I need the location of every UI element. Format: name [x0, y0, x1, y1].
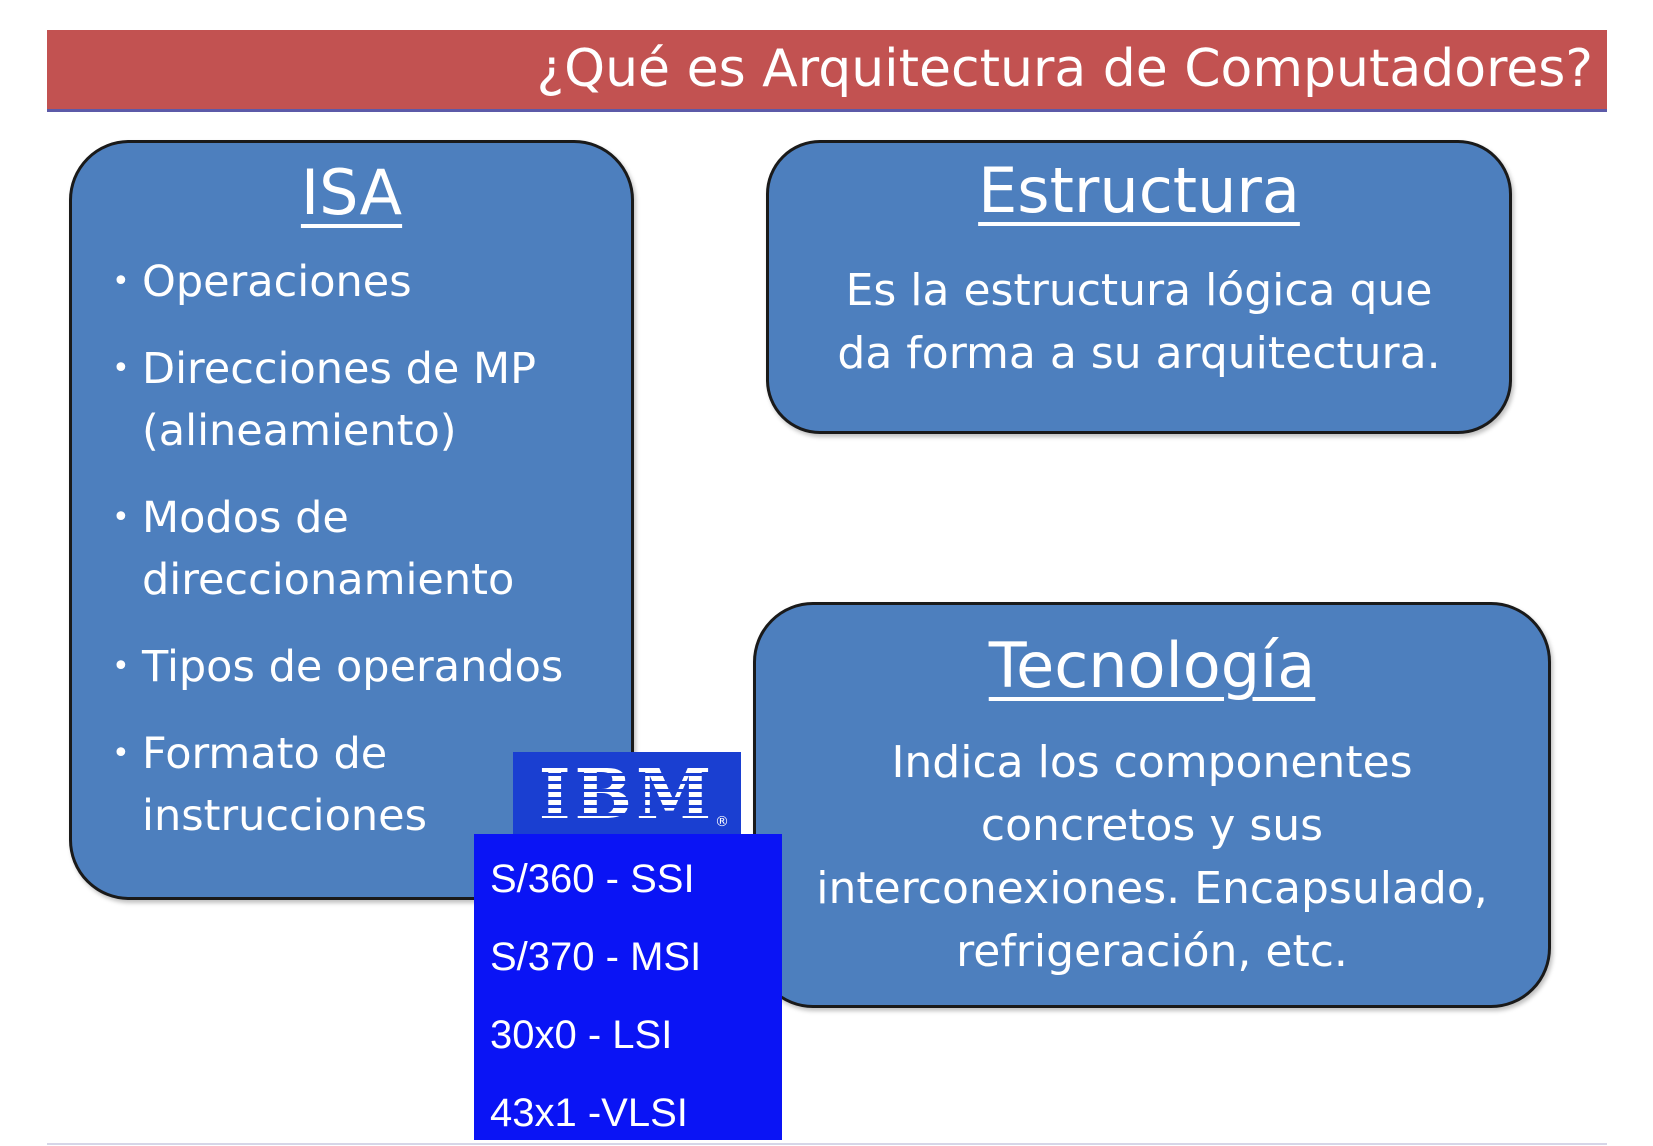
isa-bullet-item: • Modos de direccionamiento — [110, 487, 630, 611]
isa-bullet-item: • Direcciones de MP (alineamiento) — [110, 338, 630, 462]
tecnologia-body-line: refrigeración, etc. — [956, 926, 1348, 977]
estructura-body-line: da forma a su arquitectura. — [837, 328, 1441, 379]
isa-bullet-line: Formato de — [142, 729, 388, 779]
bullet-mark: • — [112, 736, 130, 771]
bottom-divider — [47, 1143, 1607, 1145]
tecnologia-heading: Tecnología — [988, 629, 1316, 702]
tecnologia-body-line: Indica los componentes — [891, 737, 1413, 788]
tecnologia-body: Indica los componentes concretos y sus int… — [756, 731, 1548, 983]
estructura-body-line: Es la estructura lógica que — [845, 265, 1433, 316]
isa-bullet-line: Direcciones de MP — [142, 344, 537, 394]
ibm-series-row: 43x1 -VLSI — [490, 1091, 688, 1135]
isa-bullet-line: Modos de — [142, 493, 349, 543]
ibm-logo: IBM ® — [513, 752, 741, 838]
bullet-mark: • — [112, 649, 130, 684]
registered-mark: ® — [715, 814, 729, 830]
isa-bullet-line: (alineamiento) — [142, 406, 457, 456]
estructura-body: Es la estructura lógica que da forma a su… — [769, 259, 1509, 385]
estructura-heading: Estructura — [978, 154, 1300, 227]
slide-title: ¿Qué es Arquitectura de Computadores? — [536, 39, 1593, 99]
bullet-mark: • — [112, 264, 130, 299]
isa-bullet-line: direccionamiento — [142, 555, 515, 605]
ibm-series-row: S/360 - SSI — [490, 857, 695, 901]
isa-box: ISA • Operaciones • Direcciones de MP (aline… — [69, 140, 634, 900]
ibm-series-list: S/360 - SSI S/370 - MSI 30x0 - LSI 43x1 -VL… — [474, 834, 782, 1140]
estructura-box: Estructura Es la estructura lógica que da… — [766, 140, 1512, 434]
bullet-mark: • — [112, 500, 130, 535]
ibm-logo-text: IBM — [538, 755, 716, 835]
tecnologia-body-line: interconexiones. Encapsulado, — [816, 863, 1488, 914]
title-bar: ¿Qué es Arquitectura de Computadores? — [47, 30, 1607, 112]
ibm-series-row: 30x0 - LSI — [490, 1013, 673, 1057]
isa-bullet-line: instrucciones — [142, 791, 428, 841]
isa-heading: ISA — [300, 156, 403, 229]
isa-bullet-item: • Tipos de operandos — [110, 636, 630, 698]
isa-bullet-list: • Operaciones • Direcciones de MP (alineamie… — [110, 251, 630, 872]
isa-bullet-item: • Operaciones — [110, 251, 630, 313]
ibm-series-row: S/370 - MSI — [490, 935, 702, 979]
tecnologia-box: Tecnología Indica los componentes concret… — [753, 602, 1551, 1008]
tecnologia-body-line: concretos y sus — [980, 800, 1324, 851]
bullet-mark: • — [112, 351, 130, 386]
isa-bullet-item: • Formato de instrucciones — [110, 723, 630, 847]
isa-bullet-line: Operaciones — [142, 257, 412, 307]
isa-bullet-line: Tipos de operandos — [142, 642, 564, 692]
